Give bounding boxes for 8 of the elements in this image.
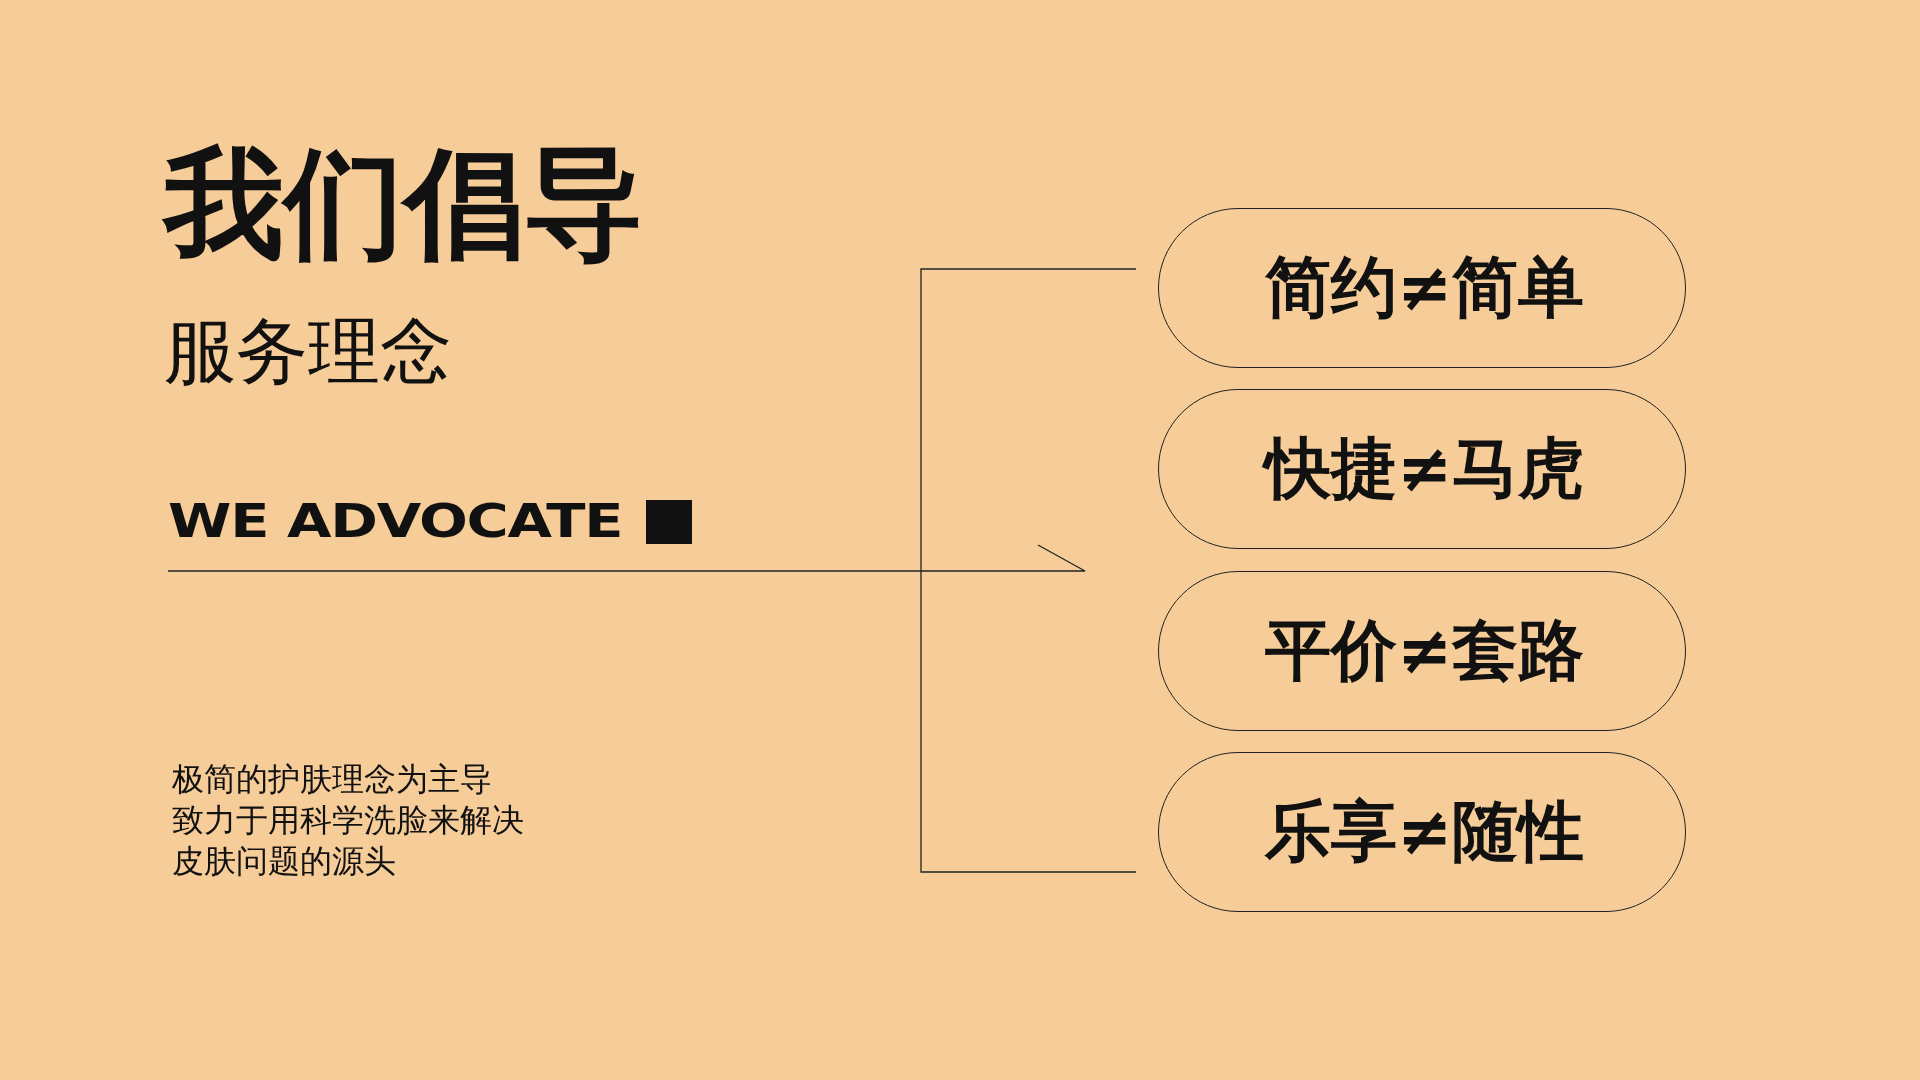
pill-text: 平价≠套路 <box>1265 618 1585 684</box>
body-text: 皮肤问题的源头 <box>172 842 396 881</box>
title: 我们倡导 <box>164 138 644 270</box>
heading-text: WE ADVOCATE <box>168 496 623 547</box>
pill-text: 简约≠简单 <box>1265 255 1585 321</box>
subtitle: 服务理念 <box>164 312 452 392</box>
body-text: 极简的护肤理念为主导 <box>172 760 492 799</box>
body-text: 致力于用科学洗脸来解决 <box>172 801 524 840</box>
